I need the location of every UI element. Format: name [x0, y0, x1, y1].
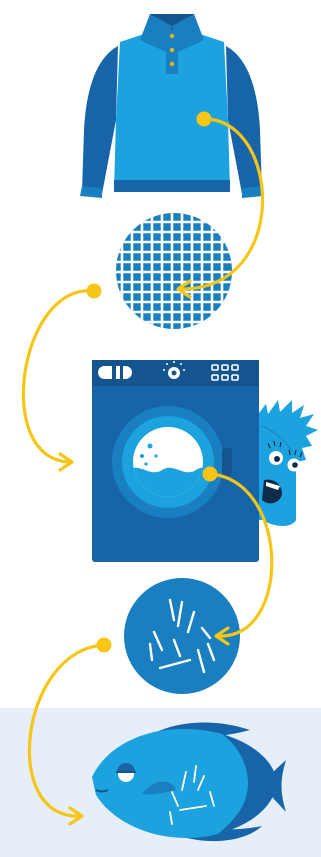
- washing-machine-icon: [92, 360, 259, 562]
- polo-shirt-icon: [80, 14, 264, 198]
- connector-fabric-to-machine: [23, 291, 94, 462]
- connector-start-dot-machine: [203, 467, 218, 482]
- fabric-weave-icon: [116, 213, 232, 329]
- connector-start-dot-shirt: [197, 112, 212, 127]
- connector-start-dot-fabric: [87, 284, 102, 299]
- scared-microbe-icon: [259, 400, 318, 526]
- connector-start-dot-fibers: [97, 638, 112, 653]
